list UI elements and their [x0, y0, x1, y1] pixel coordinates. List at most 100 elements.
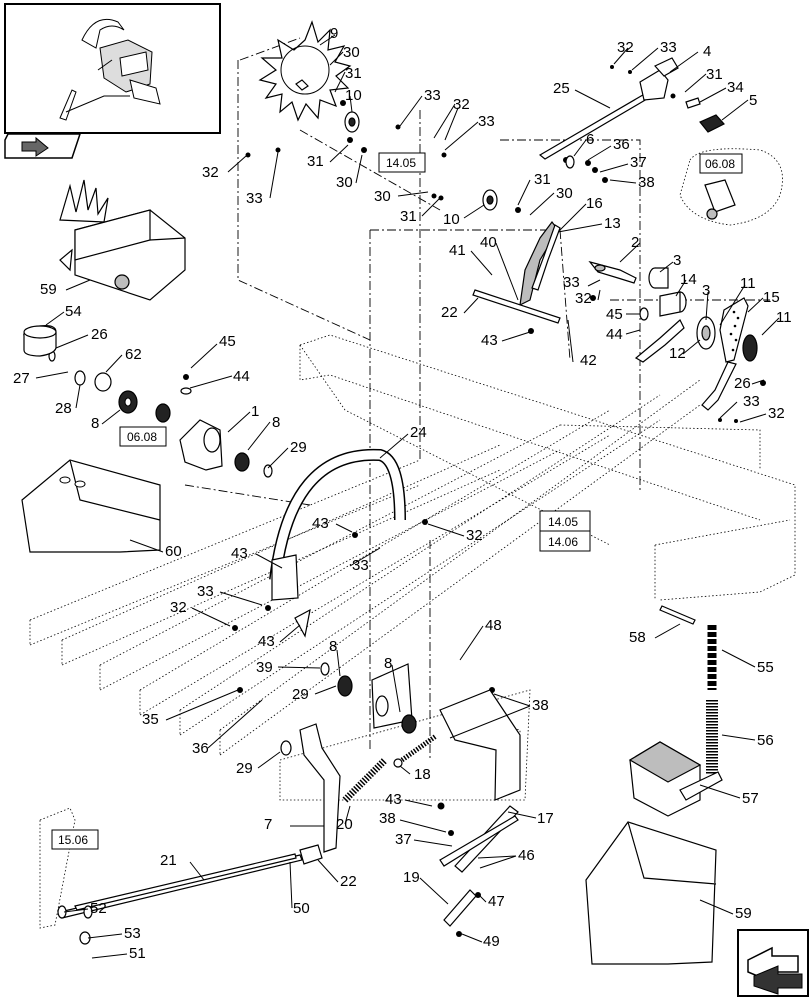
- callout-40: 40: [480, 234, 497, 251]
- ref-box-14-05-mid[interactable]: 14.05: [539, 510, 591, 532]
- callout-38: 38: [379, 810, 396, 827]
- part-3-bushing[interactable]: [648, 267, 687, 317]
- callout-29: 29: [236, 760, 253, 777]
- navigate-arrow-icon[interactable]: [737, 929, 809, 997]
- callout-6: 6: [586, 131, 594, 148]
- part-16-guide[interactable]: [519, 221, 561, 307]
- callout-33: 33: [352, 557, 369, 574]
- part-1-bearing-housing[interactable]: [179, 419, 250, 472]
- part-12-lever[interactable]: [701, 361, 737, 411]
- callout-43: 43: [231, 545, 248, 562]
- callout-8: 8: [329, 638, 337, 655]
- callout-46: 45: [606, 306, 623, 323]
- callout-54: 54: [65, 303, 82, 320]
- callout-24: 25: [553, 80, 570, 97]
- part-14-bracket[interactable]: [634, 319, 685, 363]
- callout-60: 59: [735, 905, 752, 922]
- callout-1: 1: [251, 403, 259, 420]
- callout-28: 28: [55, 400, 72, 417]
- folder-arrow-icon[interactable]: [4, 133, 82, 159]
- callout-41: 41: [449, 242, 466, 259]
- ref-box-06-08-left[interactable]: 06.08: [119, 426, 167, 447]
- callout-46: 45: [219, 333, 236, 350]
- part-20-spring[interactable]: [342, 757, 388, 803]
- frame-main-beam: [299, 334, 796, 601]
- callout-8: 8: [91, 415, 99, 432]
- callout-42: 42: [580, 352, 597, 369]
- callout-58: 58: [629, 629, 646, 646]
- callout-61: 60: [165, 543, 182, 560]
- callout-4: 4: [703, 43, 711, 60]
- callout-23: 22: [441, 304, 458, 321]
- part-24-arm[interactable]: [538, 57, 679, 160]
- assembly-centerlines: [184, 37, 770, 760]
- callout-21: 22: [340, 873, 357, 890]
- callout-10: 10: [443, 211, 460, 228]
- callout-9: 9: [330, 25, 338, 42]
- part-8-mount[interactable]: [337, 663, 417, 734]
- part-21-clevis[interactable]: [299, 844, 323, 865]
- part-17-plate[interactable]: [439, 805, 519, 873]
- part-54-bushing[interactable]: [23, 325, 57, 357]
- callout-36: 36: [613, 136, 630, 153]
- callout-11: 11: [740, 275, 756, 292]
- part-34-bolt[interactable]: [685, 97, 701, 109]
- callout-45: 44: [233, 368, 250, 385]
- callout-30: 30: [556, 185, 573, 202]
- part-19-plate[interactable]: [443, 889, 477, 927]
- callout-19: 19: [403, 869, 420, 886]
- ref-box-15-06[interactable]: 15.06: [51, 829, 99, 850]
- callout-8: 8: [384, 655, 392, 672]
- callout-20: 20: [336, 816, 353, 833]
- callout-38: 38: [532, 697, 549, 714]
- part-62-washer[interactable]: [94, 372, 112, 392]
- callout-33: 33: [478, 113, 495, 130]
- assembly-thumbnail[interactable]: [4, 3, 221, 134]
- part-10-disc[interactable]: [344, 111, 498, 211]
- callout-13: 13: [604, 215, 621, 232]
- ref-box-14-06-mid[interactable]: 14.06: [539, 530, 591, 552]
- callout-55: 55: [757, 659, 774, 676]
- part-25-bow[interactable]: [269, 448, 406, 601]
- callout-30: 30: [336, 174, 353, 191]
- part-18-spring[interactable]: [393, 733, 438, 768]
- part-57-housing[interactable]: [628, 741, 723, 817]
- callout-57: 57: [742, 790, 759, 807]
- callout-33: 33: [563, 274, 580, 291]
- callout-53: 53: [124, 925, 141, 942]
- ref-box-14-05-top[interactable]: 14.05: [378, 152, 426, 173]
- callout-26: 26: [734, 375, 751, 392]
- part-23-rod[interactable]: [472, 289, 561, 324]
- callout-2: 2: [631, 234, 639, 251]
- part-44-clamp[interactable]: [294, 608, 311, 638]
- part-61-shield[interactable]: [21, 459, 161, 553]
- part-28-ring[interactable]: [74, 370, 86, 386]
- callout-62: 62: [125, 346, 142, 363]
- callout-32: 32: [170, 599, 187, 616]
- part-38-bracket[interactable]: [439, 689, 521, 801]
- callout-50: 49: [483, 933, 500, 950]
- part-7-lever[interactable]: [299, 723, 341, 853]
- callout-37: 37: [395, 831, 412, 848]
- callout-44: 43: [258, 633, 275, 650]
- callout-31: 31: [345, 65, 362, 82]
- ref-box-06-08-motor[interactable]: 06.08: [699, 153, 743, 174]
- part-9-star-wheel[interactable]: [258, 20, 352, 122]
- part-11-disc[interactable]: [696, 316, 758, 362]
- part-59-gearbox[interactable]: [59, 179, 186, 301]
- callout-52: 51: [129, 945, 146, 962]
- callout-29: 29: [290, 439, 307, 456]
- frame-crossmembers: [29, 379, 761, 801]
- part-5-cap[interactable]: [699, 114, 725, 133]
- callout-53: 52: [90, 900, 107, 917]
- part-6-shaft[interactable]: [565, 155, 575, 169]
- part-8-bearing[interactable]: [118, 390, 171, 423]
- callout-3: 3: [673, 252, 681, 269]
- callout-31: 31: [706, 66, 723, 83]
- callout-18: 18: [414, 766, 431, 783]
- callout-32: 32: [466, 527, 483, 544]
- part-58-bolt[interactable]: [659, 605, 696, 625]
- part-2-plate[interactable]: [588, 260, 637, 284]
- part-60-shield[interactable]: [585, 821, 717, 965]
